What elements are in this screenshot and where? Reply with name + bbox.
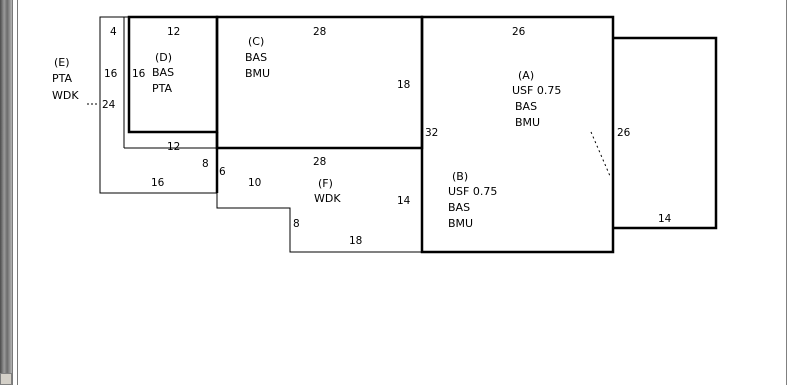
svg-text:PTA: PTA <box>52 72 72 85</box>
connector-a-extension <box>590 131 611 177</box>
svg-text:USF 0.75: USF 0.75 <box>512 84 561 97</box>
dim-a-top: 26 <box>512 26 526 38</box>
area-b-label: (B) USF 0.75 BAS BMU <box>448 170 497 230</box>
area-a-label: (A) USF 0.75 BAS BMU <box>512 69 561 129</box>
svg-text:WDK: WDK <box>314 192 341 205</box>
svg-text:BMU: BMU <box>245 67 270 80</box>
outline-area-a-b <box>420 15 615 254</box>
dim-extension-bottom: 14 <box>658 213 672 225</box>
svg-text:(B): (B) <box>452 170 468 183</box>
dim-c-top: 28 <box>313 26 326 38</box>
dim-ten: 10 <box>248 177 261 189</box>
svg-text:WDK: WDK <box>52 89 79 102</box>
dim-d-top: 12 <box>167 26 180 38</box>
dim-e-left: 16 <box>104 68 118 80</box>
svg-text:BAS: BAS <box>152 66 174 79</box>
dim-f-right: 14 <box>397 195 411 207</box>
svg-text:(F): (F) <box>318 177 333 190</box>
right-scroll-border[interactable] <box>786 0 792 385</box>
dim-e-top: 4 <box>110 26 117 38</box>
left-strip-border <box>12 0 18 385</box>
outline-extension <box>613 36 718 230</box>
svg-text:BAS: BAS <box>448 201 470 214</box>
dim-f-top: 28 <box>313 156 326 168</box>
dim-f-left-lower: 8 <box>293 218 300 230</box>
svg-text:BAS: BAS <box>515 100 537 113</box>
outline-e-f <box>99 16 422 253</box>
area-f-label: (F) WDK <box>314 177 341 205</box>
svg-text:(C): (C) <box>248 35 264 48</box>
dim-d-bottom: 12 <box>167 141 180 153</box>
area-c-label: (C) BAS BMU <box>245 35 270 80</box>
svg-text:(A): (A) <box>518 69 534 82</box>
svg-text:PTA: PTA <box>152 82 172 95</box>
area-e-label: (E) PTA WDK <box>52 56 79 102</box>
dim-a-right: 26 <box>617 127 631 139</box>
svg-text:BMU: BMU <box>448 217 473 230</box>
svg-text:BMU: BMU <box>515 116 540 129</box>
area-d-label: (D) BAS PTA <box>152 51 174 95</box>
dim-six: 6 <box>219 166 226 178</box>
dim-a-left: 32 <box>425 127 438 139</box>
left-photo-strip <box>0 0 12 385</box>
dim-e-lower: 24 <box>102 99 116 111</box>
svg-text:(D): (D) <box>155 51 172 64</box>
dim-sixteen: 16 <box>151 177 165 189</box>
dim-eight: 8 <box>202 158 209 170</box>
svg-text:(E): (E) <box>54 56 70 69</box>
svg-text:BAS: BAS <box>245 51 267 64</box>
dim-f-bottom: 18 <box>349 235 362 247</box>
svg-text:USF 0.75: USF 0.75 <box>448 185 497 198</box>
dim-c-right: 18 <box>397 79 410 91</box>
dim-d-left: 16 <box>132 68 146 80</box>
